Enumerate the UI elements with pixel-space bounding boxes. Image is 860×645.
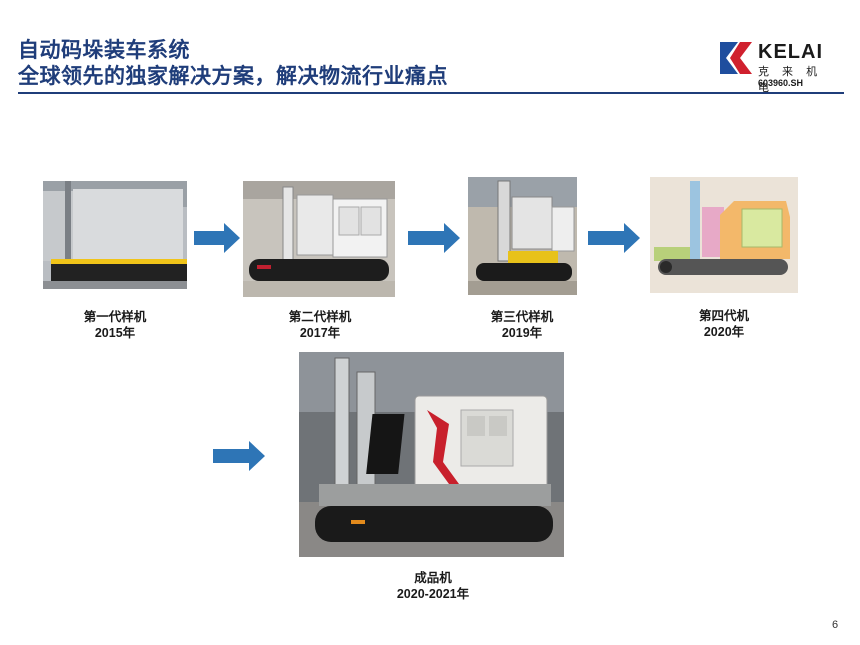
photo-gen2-prototype: [243, 181, 395, 297]
caption-gen3: 第三代样机 2019年: [452, 309, 592, 341]
arrow-right-icon: [588, 223, 640, 253]
photo-gen3-prototype: [468, 177, 577, 295]
caption-final-year: 2020-2021年: [396, 587, 470, 601]
slide-title: 自动码垛装车系统: [18, 39, 190, 62]
kelai-logo-mark: [720, 42, 752, 74]
photo-gen4-machine: [650, 177, 798, 293]
arrow-right-icon: [213, 441, 265, 471]
company-logo: KELAI 克 来 机 电 603960.SH: [716, 38, 846, 94]
caption-gen4-name: 第四代机: [698, 309, 749, 323]
slide-subtitle: 全球领先的独家解决方案，解决物流行业痛点: [18, 65, 448, 88]
caption-gen4-year: 2020年: [703, 325, 745, 339]
caption-final-name: 成品机: [414, 571, 452, 585]
caption-gen1-year: 2015年: [94, 326, 136, 340]
page-number: 6: [832, 619, 839, 631]
caption-gen2-name: 第二代样机: [288, 310, 352, 324]
photo-final-product: [299, 352, 564, 557]
arrow-right-icon: [408, 223, 460, 253]
caption-gen1: 第一代样机 2015年: [45, 309, 185, 341]
stock-code: 603960.SH: [758, 78, 804, 88]
logo-brand-text: KELAI: [758, 41, 823, 63]
header-divider: [18, 92, 844, 94]
caption-gen3-name: 第三代样机: [490, 310, 554, 324]
caption-final: 成品机 2020-2021年: [363, 570, 503, 602]
caption-gen1-name: 第一代样机: [83, 310, 147, 324]
caption-gen2-year: 2017年: [299, 326, 341, 340]
caption-gen4: 第四代机 2020年: [654, 308, 794, 340]
arrow-right-icon: [194, 223, 240, 253]
logo-brand-cn: 克 来 机 电: [758, 66, 823, 94]
caption-gen3-year: 2019年: [501, 326, 543, 340]
caption-gen2: 第二代样机 2017年: [250, 309, 390, 341]
photo-gen1-prototype: [43, 181, 187, 289]
